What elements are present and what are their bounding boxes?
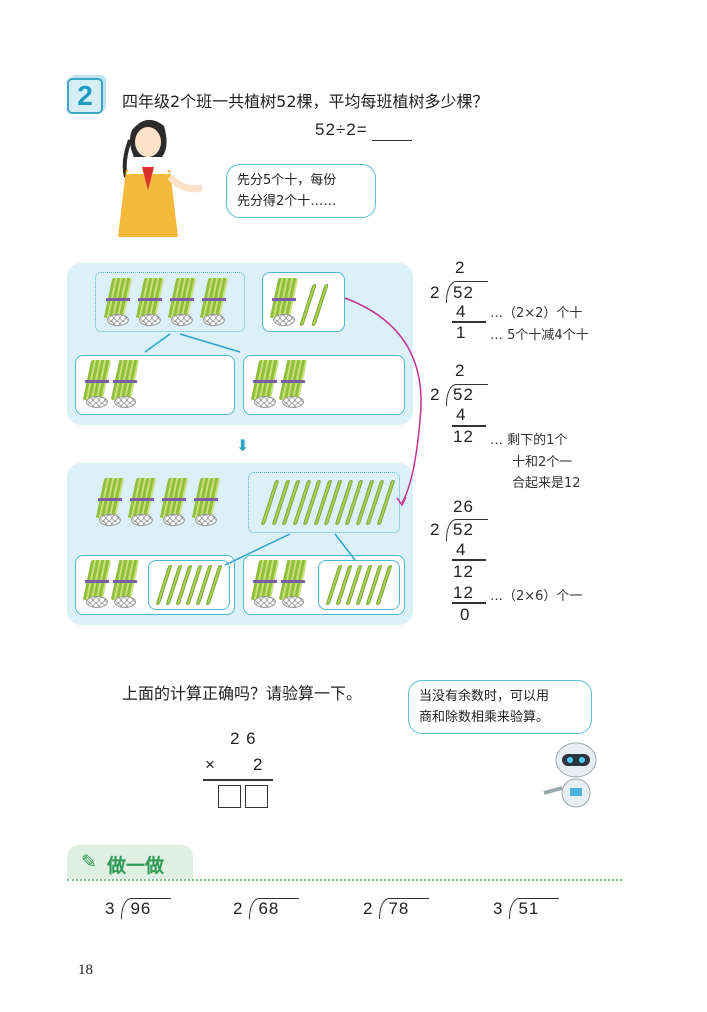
problem-number-badge: 2 bbox=[67, 78, 103, 114]
equation-text: 52÷2= bbox=[315, 120, 368, 139]
dividend: 52 bbox=[453, 520, 474, 539]
robot-illustration bbox=[540, 738, 606, 808]
equation: 52÷2= bbox=[315, 120, 412, 141]
bubble-line: 当没有余数时，可以用 bbox=[419, 689, 550, 704]
robot-speech-bubble: 当没有余数时，可以用 商和除数相乘来验算。 bbox=[408, 680, 592, 734]
stick-bundle-icon bbox=[167, 278, 197, 328]
stick-bundle-icon bbox=[127, 478, 157, 528]
tens-group bbox=[95, 272, 245, 332]
stick-bundle-icon bbox=[82, 560, 112, 610]
stick-bundle-icon bbox=[135, 278, 165, 328]
step: 12 bbox=[453, 427, 474, 446]
practice-title: 做一做 bbox=[107, 855, 165, 877]
dividend: 78 bbox=[388, 899, 410, 918]
divisor: 2 bbox=[430, 520, 441, 539]
divisor: 2 bbox=[430, 283, 441, 302]
step: 12 bbox=[453, 583, 474, 602]
step: 4 bbox=[456, 405, 467, 424]
bubble-line: 商和除数相乘来验算。 bbox=[419, 710, 550, 725]
dividend: 96 bbox=[130, 899, 152, 918]
stick-bundle-icon bbox=[110, 560, 140, 610]
bubble-line: 先分得2个十…… bbox=[237, 194, 337, 209]
answer-boxes[interactable] bbox=[218, 785, 272, 812]
answer-box[interactable] bbox=[218, 785, 241, 808]
pencil-icon: ✎ bbox=[81, 851, 97, 873]
stick-bundle-icon bbox=[269, 278, 299, 328]
move-arrow-icon bbox=[344, 297, 422, 504]
down-arrow-icon: ⬇ bbox=[236, 436, 250, 455]
practice-item: 2 68 bbox=[233, 898, 300, 919]
practice-item: 3 51 bbox=[493, 898, 560, 919]
dividend: 51 bbox=[518, 899, 540, 918]
division-bracket: 96 bbox=[121, 898, 172, 919]
divisor: 3 bbox=[493, 899, 504, 918]
division-bracket bbox=[446, 281, 488, 303]
step: 0 bbox=[460, 605, 471, 624]
answer-blank bbox=[371, 120, 412, 141]
stick-bundle-icon bbox=[191, 478, 221, 528]
dividend: 52 bbox=[453, 283, 474, 302]
stick-bundle-icon bbox=[250, 360, 280, 410]
division-bracket bbox=[446, 384, 488, 406]
step: 4 bbox=[456, 302, 467, 321]
stick-bundle-icon bbox=[82, 360, 112, 410]
division-bracket: 78 bbox=[379, 898, 430, 919]
times-sign: × bbox=[205, 755, 216, 774]
stick-bundle-icon bbox=[278, 560, 308, 610]
practice-item: 2 78 bbox=[363, 898, 430, 919]
dividend: 68 bbox=[258, 899, 280, 918]
stick-bundle-icon bbox=[250, 560, 280, 610]
step: 12 bbox=[453, 562, 474, 581]
division-bracket: 51 bbox=[509, 898, 560, 919]
note: … 剩下的1个 bbox=[490, 433, 568, 448]
page-number: 18 bbox=[78, 962, 93, 978]
dividend: 52 bbox=[453, 385, 474, 404]
note: …（2×2）个十 bbox=[490, 306, 583, 321]
stick-bundle-icon bbox=[103, 278, 133, 328]
verify-question: 上面的计算正确吗？请验算一下。 bbox=[122, 684, 363, 703]
step: 4 bbox=[456, 540, 467, 559]
multiplicand: 2 6 bbox=[230, 729, 257, 748]
divider bbox=[67, 879, 622, 881]
answer-box[interactable] bbox=[245, 785, 268, 808]
stick-bundle-icon bbox=[278, 360, 308, 410]
bubble-line: 先分5个十，每份 bbox=[237, 173, 337, 188]
practice-item: 3 96 bbox=[105, 898, 172, 919]
practice-header: ✎ 做一做 bbox=[67, 845, 193, 879]
divisor: 2 bbox=[430, 385, 441, 404]
stick-bundle-icon bbox=[110, 360, 140, 410]
note: …（2×6）个一 bbox=[490, 589, 583, 604]
multiplier: 2 bbox=[253, 755, 264, 774]
quotient: 2 bbox=[455, 361, 466, 380]
stick-bundle-icon bbox=[199, 278, 229, 328]
note: 十和2个一 bbox=[512, 455, 573, 470]
note: 合起来是12 bbox=[512, 476, 581, 491]
division-bracket bbox=[446, 519, 488, 541]
divisor: 2 bbox=[363, 899, 374, 918]
quotient: 2 bbox=[455, 258, 466, 277]
step: 1 bbox=[456, 323, 467, 342]
girl-illustration bbox=[112, 112, 207, 237]
girl-speech-bubble: 先分5个十，每份 先分得2个十…… bbox=[226, 164, 376, 218]
divisor: 2 bbox=[233, 899, 244, 918]
division-bracket: 68 bbox=[249, 898, 300, 919]
note: … 5个十减4个十 bbox=[490, 328, 589, 343]
stick-bundle-icon bbox=[159, 478, 189, 528]
quotient: 26 bbox=[453, 497, 474, 516]
divisor: 3 bbox=[105, 899, 116, 918]
problem-question: 四年级2个班一共植树52棵，平均每班植树多少棵？ bbox=[122, 92, 489, 111]
stick-bundle-icon bbox=[95, 478, 125, 528]
